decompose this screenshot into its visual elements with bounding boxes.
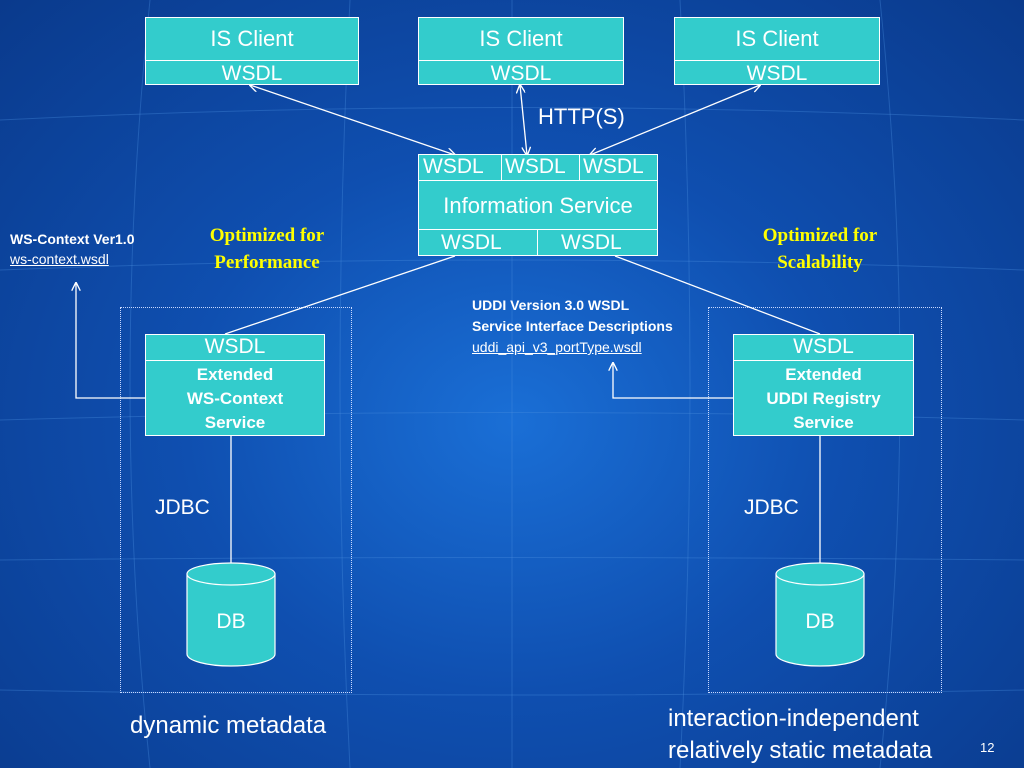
client-name: IS Client [479, 26, 563, 51]
page-number: 12 [980, 740, 995, 755]
is-name: Information Service [443, 193, 633, 218]
left-db-label: DB [216, 610, 246, 633]
client2-arrow [520, 85, 527, 155]
uddi-note-link[interactable]: uddi_api_v3_portType.wsdl [472, 339, 642, 355]
service-wsdl: WSDL [204, 335, 266, 358]
client-wsdl: WSDL [746, 62, 808, 85]
uddi-note-line1: UDDI Version 3.0 WSDL [472, 297, 630, 313]
client-name: IS Client [735, 26, 819, 51]
right-db-icon [775, 562, 865, 667]
is-client-1: IS Client WSDL [145, 17, 359, 85]
left-service-link [224, 255, 456, 335]
right-service-link [614, 255, 821, 335]
client-name: IS Client [210, 26, 294, 51]
is-client-2: IS Client WSDL [418, 17, 624, 85]
left-caption: dynamic metadata [130, 712, 327, 739]
client3-arrow [590, 85, 760, 155]
is-wsdl-top-2: WSDL [505, 155, 566, 178]
left-container [120, 307, 352, 693]
is-wsdl-bottom-2: WSDL [561, 231, 622, 254]
left-db-icon [186, 562, 276, 667]
uddi-note-line2: Service Interface Descriptions [472, 318, 673, 334]
client1-arrow [250, 85, 455, 155]
client-wsdl: WSDL [221, 62, 283, 85]
is-wsdl-bottom-1: WSDL [441, 231, 502, 254]
ws-context-link[interactable]: ws-context.wsdl [10, 251, 109, 267]
right-jdbc-label: JDBC [744, 496, 799, 519]
is-wsdl-top-3: WSDL [583, 155, 644, 178]
is-wsdl-top-1: WSDL [423, 155, 484, 178]
information-service: WSDL WSDL WSDL Information Service WSDL … [418, 154, 658, 256]
right-container [708, 307, 942, 693]
is-client-3: IS Client WSDL [674, 17, 880, 85]
protocol-label: HTTP(S) [538, 104, 625, 129]
client-wsdl: WSDL [490, 62, 552, 85]
right-db-label: DB [805, 610, 835, 633]
left-jdbc-label: JDBC [155, 496, 210, 519]
service-wsdl: WSDL [793, 335, 854, 358]
ws-context-title: WS-Context Ver1.0 [10, 231, 135, 247]
uddi-arrow [613, 363, 733, 399]
ws-context-arrow [76, 283, 145, 399]
